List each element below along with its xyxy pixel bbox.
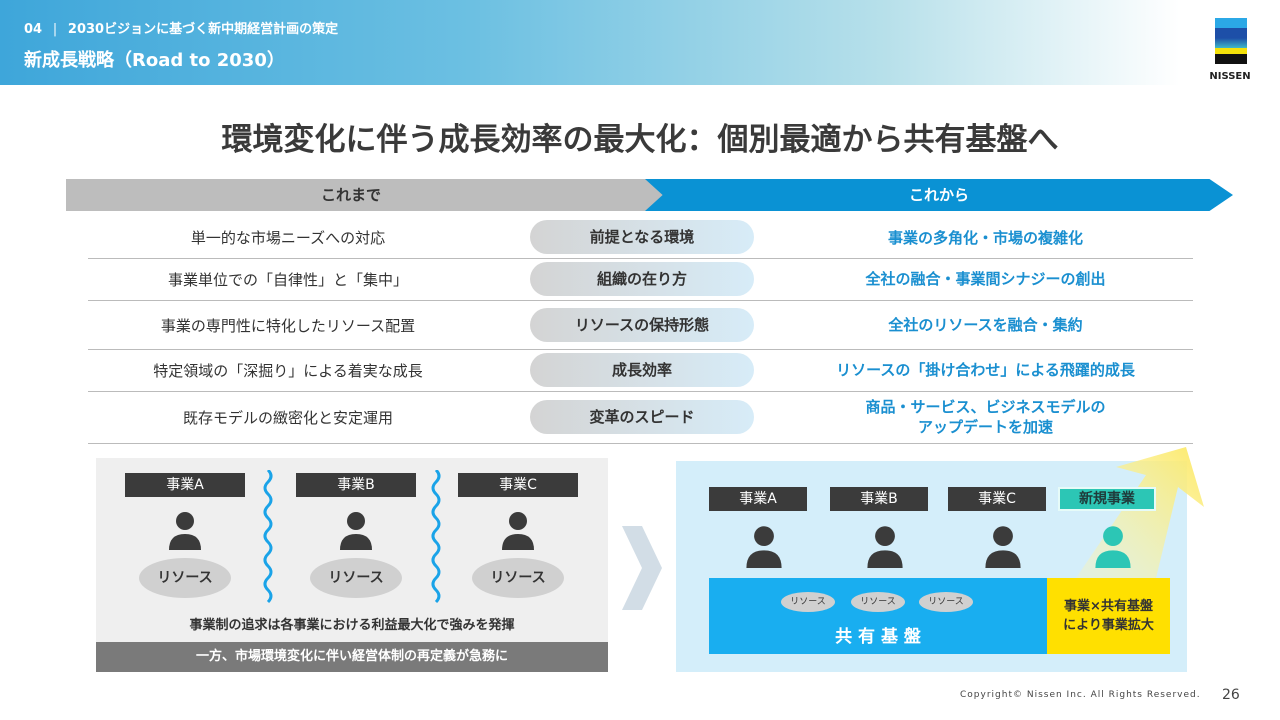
after-text: 全社の融合・事業間シナジーの創出 — [865, 270, 1106, 288]
unit-label: 事業B — [830, 487, 928, 511]
person-icon — [985, 526, 1021, 568]
platform-label: 共 有 基 盤 — [835, 627, 921, 647]
after-text: リソースの「掛け合わせ」による飛躍的成長 — [836, 361, 1135, 379]
header-band — [0, 0, 1180, 85]
person-icon — [340, 512, 372, 550]
resource-ellipse: リソース — [851, 592, 905, 612]
after-header: これから — [645, 179, 1233, 211]
before-text: 事業の専門性に特化したリソース配置 — [160, 317, 416, 335]
unit-label: 事業B — [296, 473, 416, 497]
nissen-logo — [1215, 18, 1247, 64]
copyright: Copyright© Nissen Inc. All Rights Reserv… — [960, 690, 1201, 700]
person-icon — [746, 526, 782, 568]
new-unit-label: 新規事業 — [1058, 487, 1156, 511]
unit-label: 事業C — [458, 473, 578, 497]
chevron-right-icon — [622, 526, 662, 610]
unit-label: 事業A — [125, 473, 245, 497]
table-row: 特定領域の「深掘り」による着実な成長 成長効率 リソースの「掛け合わせ」による飛… — [88, 350, 1193, 392]
table-row: 既存モデルの緻密化と安定運用 変革のスピード 商品・サービス、ビジネスモデルの … — [88, 392, 1193, 444]
section-title: 新成長戦略（Road to 2030） — [24, 50, 285, 71]
before-diagram: 事業A 事業B 事業C リソース リソース リソース 事業制の追求は各事業におけ… — [96, 458, 608, 672]
resource-ellipse: リソース — [781, 592, 835, 612]
before-header: これまで — [66, 179, 666, 211]
new-person-icon — [1095, 526, 1131, 568]
after-text: 事業の多角化・市場の複雑化 — [887, 229, 1083, 247]
unit-label: 事業C — [948, 487, 1046, 511]
before-text: 既存モデルの緻密化と安定運用 — [182, 409, 393, 427]
person-icon — [502, 512, 534, 550]
table-row: 事業単位での「自律性」と「集中」 組織の在り方 全社の融合・事業間シナジーの創出 — [88, 259, 1193, 301]
section-subtitle: 04 | 2030ビジョンに基づく新中期経営計画の策定 — [24, 22, 339, 37]
expansion-box: 事業×共有基盤 により事業拡大 — [1047, 578, 1170, 654]
before-text: 事業単位での「自律性」と「集中」 — [167, 271, 408, 289]
before-footer: 一方、市場環境変化に伴い経営体制の再定義が急務に — [96, 642, 608, 672]
before-text: 特定領域の「深掘り」による着実な成長 — [153, 362, 423, 380]
wavy-divider-icon — [263, 470, 273, 604]
table-row: 単一的な市場ニーズへの対応 前提となる環境 事業の多角化・市場の複雑化 — [88, 216, 1193, 259]
shared-platform: リソース リソース リソース 共 有 基 盤 — [709, 578, 1047, 654]
after-text: 全社のリソースを融合・集約 — [888, 316, 1083, 334]
table-row: 事業の専門性に特化したリソース配置 リソースの保持形態 全社のリソースを融合・集… — [88, 301, 1193, 350]
after-diagram: 事業A 事業B 事業C 新規事業 リソース リソース リソース 共 有 基 盤 … — [676, 447, 1204, 672]
before-text: 単一的な市場ニーズへの対応 — [190, 229, 386, 247]
person-icon — [867, 526, 903, 568]
aspect-pill: リソースの保持形態 — [530, 308, 754, 342]
unit-label: 事業A — [709, 487, 807, 511]
resource-ellipse: リソース — [472, 558, 564, 598]
growth-arrow-icon — [1076, 447, 1204, 578]
resource-ellipse: リソース — [310, 558, 402, 598]
page-number: 26 — [1222, 687, 1240, 703]
before-caption: 事業制の追求は各事業における利益最大化で強みを発揮 — [189, 618, 515, 633]
wavy-divider-icon — [431, 470, 441, 604]
aspect-pill: 変革のスピード — [530, 400, 754, 434]
logo-text: NISSEN — [1209, 71, 1251, 82]
aspect-pill: 組織の在り方 — [530, 262, 754, 296]
resource-ellipse: リソース — [139, 558, 231, 598]
person-icon — [169, 512, 201, 550]
after-text: 商品・サービス、ビジネスモデルの アップデートを加速 — [865, 398, 1106, 436]
resource-ellipse: リソース — [919, 592, 973, 612]
aspect-pill: 成長効率 — [530, 353, 754, 387]
page-title: 環境変化に伴う成長効率の最大化：個別最適から共有基盤へ — [221, 122, 1059, 158]
aspect-pill: 前提となる環境 — [530, 220, 754, 254]
